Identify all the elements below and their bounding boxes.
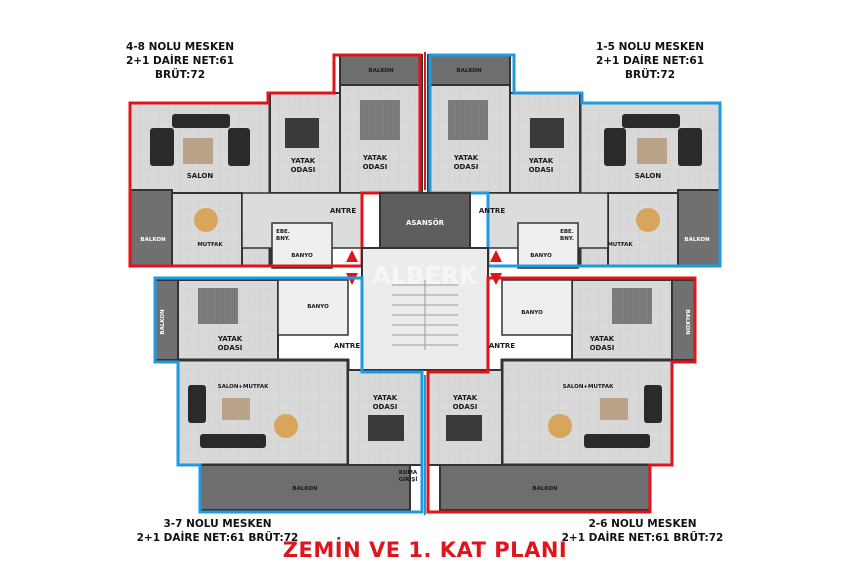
unit-caption-top-left: 4-8 NOLU MESKEN 2+1 DAİRE NET:61 BRÜT:72 — [120, 40, 240, 82]
label-antre-tl: ANTRE — [330, 207, 356, 215]
unit-spec-bottom-right: 2+1 DAİRE NET:61 BRÜT:72 — [561, 532, 724, 544]
label-banyo-tl: BANYO — [291, 253, 313, 259]
label-salon-mutfak-bl: SALON+MUTFAK — [218, 384, 269, 390]
unit-spec-top-right: 2+1 DAİRE NET:61 BRÜT:72 — [595, 55, 705, 81]
label-mutfak-tl: MUTFAK — [197, 242, 223, 248]
label-ebe-tr: EBE. — [560, 229, 574, 235]
unit-spec-top-left: 2+1 DAİRE NET:61 BRÜT:72 — [125, 55, 235, 81]
unit-spec-bottom-left: 2+1 DAİRE NET:61 BRÜT:72 — [136, 532, 299, 544]
label-girisi: GİRİŞİ — [399, 476, 418, 483]
core: ASANSÖR — [346, 192, 502, 371]
label-salon-tl: SALON — [187, 172, 214, 180]
label-balkon-tl: BALKON — [368, 68, 394, 74]
unit-name-top-right: 1-5 NOLU MESKEN — [595, 41, 705, 53]
unit-caption-bottom-right: 2-6 NOLU MESKEN 2+1 DAİRE NET:61 BRÜT:72 — [560, 517, 725, 545]
unit-caption-top-right: 1-5 NOLU MESKEN 2+1 DAİRE NET:61 BRÜT:72 — [570, 40, 730, 82]
unit-top-left — [128, 53, 423, 269]
label-ebe-tl: EBE. — [276, 229, 290, 235]
label-balkon-br: BALKON — [532, 486, 558, 492]
elevator-label: ASANSÖR — [406, 218, 445, 227]
label-yatak-2: YATAK — [362, 154, 388, 162]
label-kuma: KUMA — [399, 470, 418, 476]
label-odasi-5: ODASI — [218, 344, 243, 352]
watermark-logo: ALBERK — [372, 262, 479, 290]
label-antre-bl: ANTRE — [334, 342, 360, 350]
outline-red-bottom-right — [426, 276, 697, 514]
label-balkon-side-br: BALKON — [684, 309, 690, 335]
label-yatak-6: YATAK — [589, 335, 615, 343]
elevator — [379, 192, 471, 254]
label-odasi-4: ODASI — [529, 166, 554, 174]
label-banyo-br: BANYO — [521, 310, 543, 316]
page-title: ZEMİN VE 1. KAT PLANI — [282, 538, 568, 562]
label-odasi-6: ODASI — [590, 344, 615, 352]
label-yatak-7: YATAK — [372, 394, 398, 402]
label-yatak-8: YATAK — [452, 394, 478, 402]
label-salon-mutfak-br: SALON+MUTFAK — [563, 384, 614, 390]
unit-top-right — [427, 53, 722, 269]
unit-name-bottom-right: 2-6 NOLU MESKEN — [588, 518, 697, 530]
label-yatak-5: YATAK — [217, 335, 243, 343]
label-balkon-bl: BALKON — [292, 486, 318, 492]
unit-name-bottom-left: 3-7 NOLU MESKEN — [163, 518, 272, 530]
label-banyo-tr: BANYO — [530, 253, 552, 259]
label-odasi-8: ODASI — [453, 403, 478, 411]
unit-name-top-left: 4-8 NOLU MESKEN — [125, 41, 235, 53]
balcony-side — [129, 189, 173, 267]
outline-red-top-left — [128, 53, 422, 268]
label-banyo-bl: BANYO — [307, 304, 329, 310]
unit-bottom-right — [426, 276, 697, 514]
label-balkon-tr: BALKON — [456, 68, 482, 74]
label-odasi-7: ODASI — [373, 403, 398, 411]
outline-blue-bottom-left — [153, 276, 424, 514]
label-yatak-3: YATAK — [453, 154, 479, 162]
label-antre-br: ANTRE — [489, 342, 515, 350]
label-antre-tr: ANTRE — [479, 207, 505, 215]
label-mutfak-tr: MUTFAK — [607, 242, 633, 248]
label-balkon-side-bl: BALKON — [160, 309, 166, 335]
bath-room — [271, 222, 333, 269]
label-odasi-3: ODASI — [454, 163, 479, 171]
label-odasi-1: ODASI — [291, 166, 316, 174]
label-salon-tr: SALON — [635, 172, 662, 180]
label-yatak-4: YATAK — [528, 157, 554, 165]
balcony-top — [339, 54, 423, 86]
unit-bottom-left — [153, 276, 424, 514]
label-odasi-2: ODASI — [363, 163, 388, 171]
label-balkon-side-tr: BALKON — [684, 237, 710, 243]
label-yatak-1: YATAK — [290, 157, 316, 165]
unit-caption-bottom-left: 3-7 NOLU MESKEN 2+1 DAİRE NET:61 BRÜT:72 — [135, 517, 300, 545]
label-bny-tr: BNY. — [560, 236, 574, 242]
label-balkon-side-tl: BALKON — [140, 237, 166, 243]
label-bny-tl: BNY. — [276, 236, 290, 242]
